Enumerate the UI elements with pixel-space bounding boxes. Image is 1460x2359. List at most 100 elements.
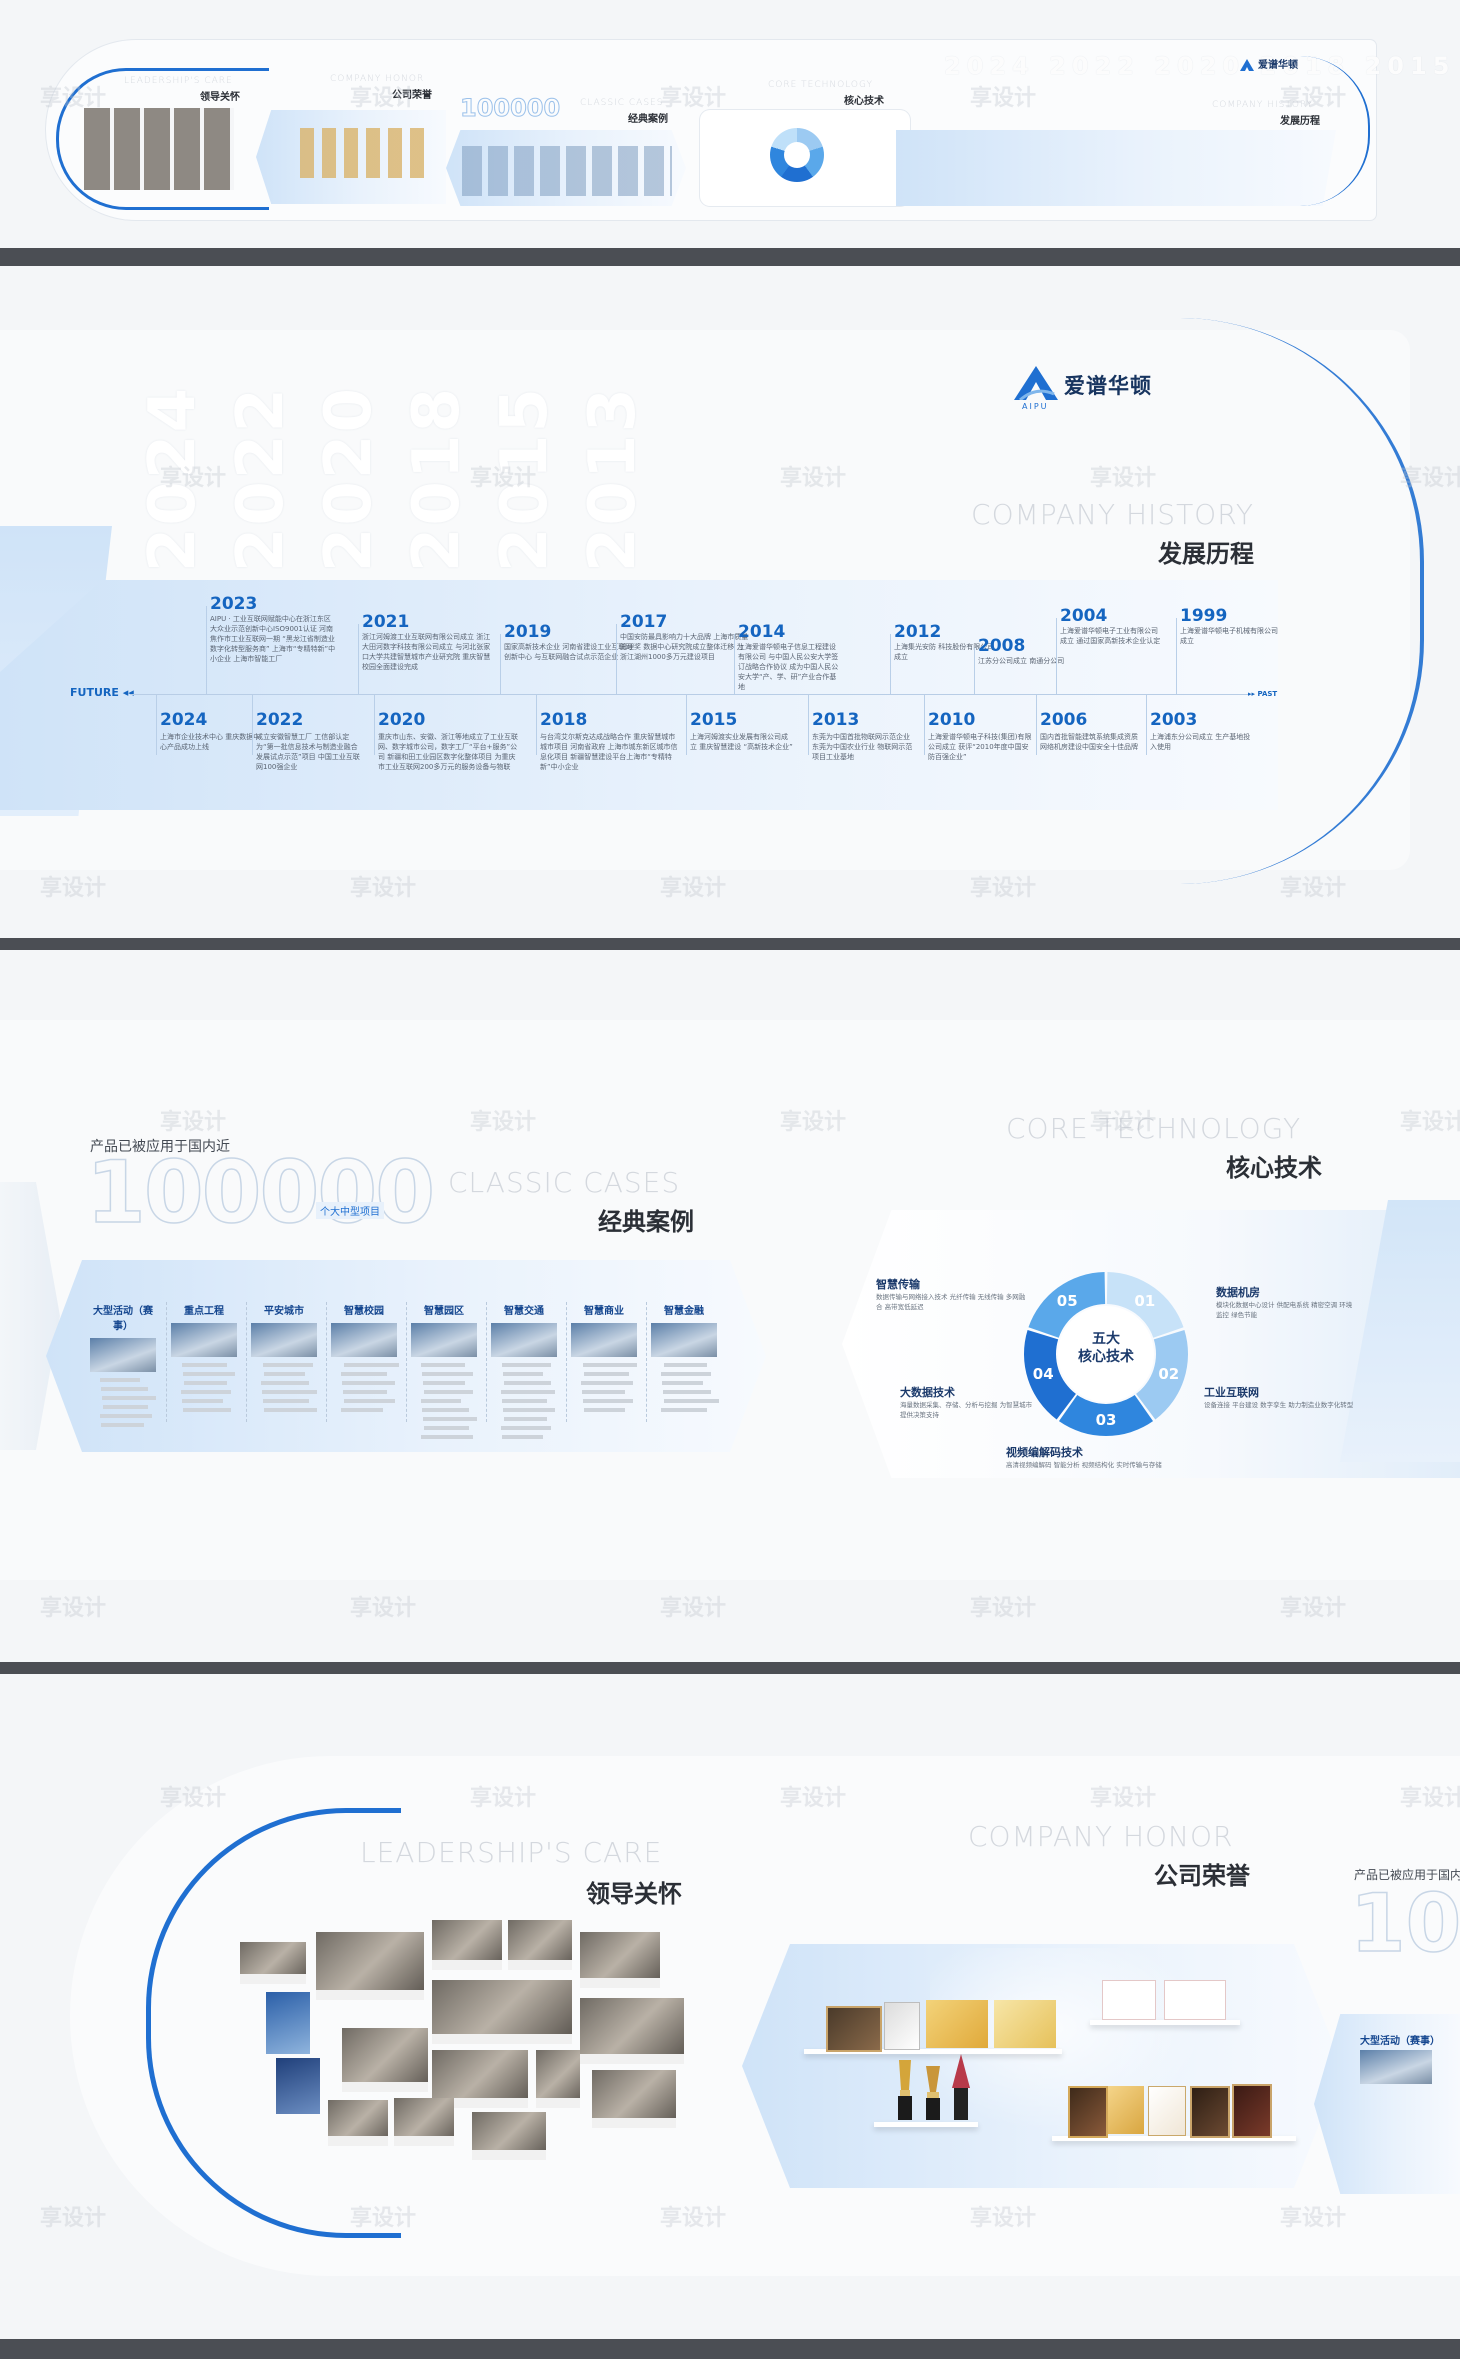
case-text-line [100, 1378, 140, 1382]
case-text-line [263, 1363, 313, 1367]
case-text-line [102, 1396, 156, 1400]
timeline-text: 上海爱谱华顿电子科技(集团)有限公司成立 获评“2010年度中国安防百强企业” [928, 733, 1032, 761]
history-past-label: ▸▸ PAST [1248, 690, 1277, 698]
timeline-year: 2024 [160, 710, 208, 730]
timeline-text: 浙江河姆渡工业互联网有限公司成立 浙江大田河数字科技有限公司成立 与河北张家口大… [362, 633, 491, 671]
case-text-line [661, 1408, 707, 1412]
tech-item-desc: 模块化数据中心设计 供配电系统 精密空调 环境监控 绿色节能 [1216, 1301, 1353, 1319]
overview-leadership-title: 领导关怀 [200, 92, 240, 103]
case-text-line [583, 1363, 637, 1367]
leadership-photo-wall [236, 1920, 686, 2160]
cases-columns: 大型活动（赛事）重点工程平安城市智慧校园 智慧园区 智慧交通 智慧商业 智慧金融 [86, 1302, 726, 1439]
case-text-line [583, 1399, 633, 1403]
award-plaque-icon [994, 2000, 1056, 2048]
case-image [90, 1338, 156, 1372]
case-text-line [424, 1390, 473, 1394]
case-text-line [264, 1408, 317, 1412]
case-column-title: 智慧园区 [424, 1306, 464, 1317]
overview-section: LEADERSHIP'S CARE 领导关怀 COMPANY HONOR 公司荣… [0, 0, 1460, 248]
timeline-year: 2012 [894, 622, 942, 642]
case-text-line [422, 1408, 469, 1412]
timeline-text: 中国安防最具影响力十大品牌 上海市质量管理奖 数据中心研究院成立整体迁移 为浙江… [620, 633, 749, 661]
case-column[interactable]: 平安城市 [246, 1302, 321, 1422]
watermark-text: 享设计 [1090, 1110, 1157, 1135]
timeline-tick [890, 634, 891, 694]
watermark-text: 享设计 [660, 86, 727, 111]
case-column[interactable]: 重点工程 [166, 1302, 241, 1422]
overview-honor-en: COMPANY HONOR [330, 74, 425, 84]
case-text-line [344, 1363, 399, 1367]
tech-center-line1: 五大 [1092, 1331, 1120, 1347]
overview-honor-awards [300, 128, 430, 178]
timeline-year: 2013 [812, 710, 860, 730]
overview-history-en: COMPANY HISTORY [1212, 100, 1314, 110]
case-text-line [662, 1381, 703, 1385]
award-plaque-icon [926, 2000, 988, 2048]
timeline-year: 2021 [362, 612, 410, 632]
case-text-line [101, 1423, 144, 1427]
timeline-year: 2023 [210, 594, 258, 614]
trophy-icon [924, 2066, 942, 2120]
watermark-text: 享设计 [1280, 1596, 1347, 1621]
timeline-year: 2018 [540, 710, 588, 730]
watermark-text: 享设计 [970, 86, 1037, 111]
tech-item-desc: 设备连接 平台建设 数字孪生 助力制造业数字化转型 [1204, 1401, 1354, 1409]
arrow-right-icon: ▸▸ [1248, 690, 1258, 698]
timeline-text: 国家高新技术企业 河南省建设工业互联网创新中心 与互联网融合试点示范企业 [504, 643, 633, 661]
leadership-honor-section: LEADERSHIP'S CARE 领导关怀 COMPANY HONOR 公司荣… [0, 1674, 1460, 2339]
case-text-line [503, 1408, 555, 1412]
timeline-text: 东莞为中国首批物联网示范企业 东莞为中国农业行业 物联网示范项目工业基地 [812, 733, 913, 761]
timeline-year: 2004 [1060, 606, 1108, 626]
watermark-text: 享设计 [660, 1596, 727, 1621]
timeline-text: 上海河姆渡实业发展有限公司成立 重庆智慧建设 “高新技术企业” [690, 733, 793, 751]
watermark-text: 享设计 [350, 2206, 417, 2231]
watermark-text: 享设计 [40, 1596, 107, 1621]
tech-item-name: 智慧传输 [876, 1278, 920, 1291]
history-big-year: 2013 [576, 386, 650, 573]
case-column[interactable]: 大型活动（赛事） [86, 1302, 160, 1427]
watermark-text: 享设计 [780, 466, 847, 491]
case-text-line [183, 1372, 235, 1376]
case-column[interactable]: 智慧商业 [566, 1302, 641, 1422]
watermark-text: 享设计 [660, 2206, 727, 2231]
watermark-text: 享设计 [1400, 1786, 1460, 1811]
case-text-line [661, 1372, 711, 1376]
timeline-text: 国内首批智能建筑系统集成资质 网络机房建设中国安全十佳品牌 [1040, 733, 1138, 751]
case-text-line [341, 1372, 387, 1376]
overview-tech-title: 核心技术 [844, 96, 884, 107]
divider [0, 2339, 1460, 2359]
watermark-text: 享设计 [1400, 466, 1460, 491]
case-column[interactable]: 智慧金融 [646, 1302, 721, 1422]
award-plaque-icon [1232, 2084, 1272, 2138]
timeline-tick [808, 695, 809, 755]
overview-history-years: 2024 2022 2020 2018 2015 2013 [944, 52, 1460, 80]
history-timeline-band [0, 580, 1278, 810]
watermark-text: 享设计 [660, 876, 727, 901]
award-plaque-icon [1148, 2086, 1186, 2136]
leader-photo [592, 2070, 676, 2128]
honor-peek-panel [1314, 2014, 1460, 2194]
timeline-tick [206, 606, 207, 694]
shelf [874, 2122, 978, 2127]
tech-ring-segment [1058, 1394, 1154, 1436]
tech-item-desc: 海量数据采集、存储、分析与挖掘 为智慧城市提供决策支持 [900, 1401, 1033, 1419]
watermark-text: 享设计 [160, 1786, 227, 1811]
tech-segment-number: 02 [1158, 1365, 1180, 1384]
shelf [1052, 2136, 1296, 2141]
honor-title: 公司荣誉 [1154, 1862, 1250, 1890]
case-column[interactable]: 智慧校园 [326, 1302, 401, 1422]
timeline-tick [734, 634, 735, 694]
cases-title: 经典案例 [598, 1208, 694, 1236]
overview-cases-columns [462, 146, 672, 196]
leader-photo [240, 1942, 306, 1984]
past-text: PAST [1257, 690, 1278, 698]
case-column[interactable]: 智慧交通 [486, 1302, 561, 1439]
award-certificate-icon [1102, 1980, 1156, 2020]
timeline-tick [500, 634, 501, 694]
overview-leadership-en: LEADERSHIP'S CARE [124, 76, 233, 86]
tech-ring [1022, 1270, 1190, 1438]
leader-photo [394, 2098, 454, 2146]
case-column[interactable]: 智慧园区 [406, 1302, 481, 1439]
history-axis [130, 694, 1250, 695]
case-column-title: 智慧商业 [584, 1306, 624, 1317]
